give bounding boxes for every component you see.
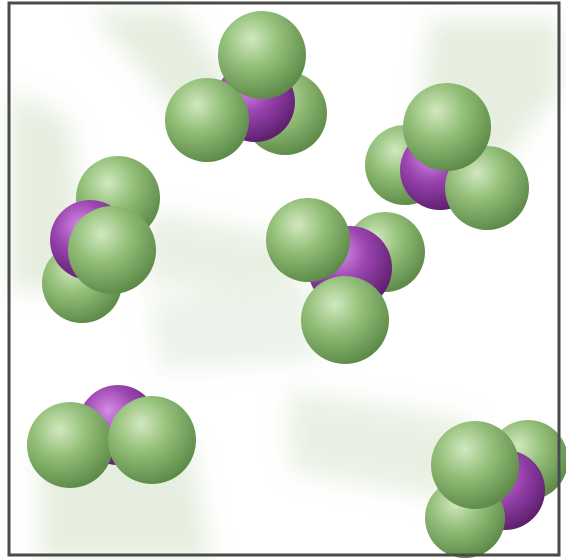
- molecule-5: [27, 385, 196, 488]
- molecule-3: [42, 156, 160, 323]
- frame-border: [7, 1, 561, 557]
- outer-atom: [27, 402, 113, 488]
- molecule-4: [266, 198, 425, 364]
- molecule-6: [425, 420, 566, 558]
- outer-atom: [218, 11, 306, 99]
- outer-atom: [445, 146, 529, 230]
- outer-atom: [431, 421, 519, 509]
- trail-4: [140, 210, 300, 300]
- outer-atom: [403, 83, 491, 171]
- outer-atom: [68, 206, 156, 294]
- trail-5: [150, 280, 320, 370]
- molecule-2: [365, 83, 529, 230]
- molecule-1: [165, 11, 327, 162]
- outer-atom: [301, 276, 389, 364]
- outer-atom: [165, 78, 249, 162]
- trail-7: [290, 390, 470, 500]
- outer-atom: [266, 198, 350, 282]
- outer-atom: [108, 396, 196, 484]
